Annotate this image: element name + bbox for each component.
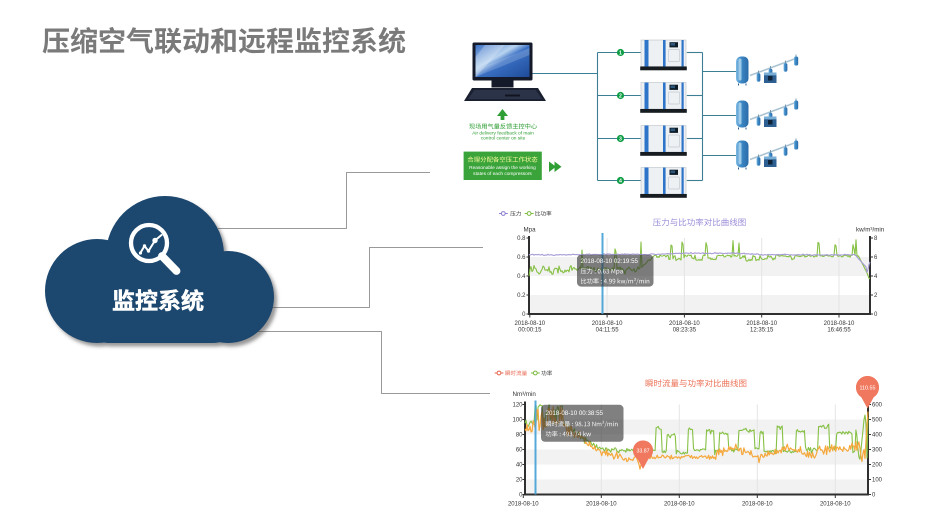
svg-text:6: 6 bbox=[874, 255, 878, 261]
svg-text:0.4: 0.4 bbox=[517, 274, 526, 280]
svg-text:00:00:15: 00:00:15 bbox=[518, 328, 542, 334]
svg-text:3: 3 bbox=[619, 136, 622, 142]
svg-text:40: 40 bbox=[516, 463, 523, 469]
svg-text:2: 2 bbox=[619, 93, 622, 99]
svg-text:4: 4 bbox=[619, 178, 622, 184]
svg-text:500: 500 bbox=[872, 418, 883, 424]
svg-text:20: 20 bbox=[516, 478, 523, 484]
svg-text:0.8: 0.8 bbox=[517, 236, 526, 242]
svg-text:1: 1 bbox=[619, 50, 622, 56]
svg-text:2018-08-10: 2018-08-10 bbox=[746, 321, 777, 327]
svg-text:300: 300 bbox=[872, 448, 883, 454]
svg-text:600: 600 bbox=[872, 403, 883, 409]
svg-text:8: 8 bbox=[874, 236, 878, 242]
svg-text:100: 100 bbox=[872, 478, 883, 484]
svg-text:100: 100 bbox=[512, 418, 523, 424]
svg-text:2018-08-10: 2018-08-10 bbox=[514, 321, 545, 327]
svg-text:0: 0 bbox=[874, 312, 878, 318]
svg-text:08:23:35: 08:23:35 bbox=[673, 328, 697, 334]
svg-text:Nm³/min: Nm³/min bbox=[513, 391, 537, 398]
svg-text:120: 120 bbox=[512, 403, 523, 409]
svg-text:80: 80 bbox=[516, 433, 523, 439]
svg-text:33.87: 33.87 bbox=[637, 448, 650, 454]
svg-text:2018-08-10 00:38:55: 2018-08-10 00:38:55 bbox=[546, 410, 604, 417]
svg-text:kw/m³/min: kw/m³/min bbox=[856, 226, 885, 233]
svg-text:0: 0 bbox=[522, 312, 526, 318]
svg-text:400: 400 bbox=[872, 433, 883, 439]
svg-text:2: 2 bbox=[874, 293, 878, 299]
svg-text:2018-08-10: 2018-08-10 bbox=[592, 321, 623, 327]
svg-text:2018-08-10: 2018-08-10 bbox=[586, 502, 617, 508]
svg-text:0.2: 0.2 bbox=[517, 293, 526, 299]
svg-text:2018-08-10: 2018-08-10 bbox=[820, 502, 851, 508]
svg-text:200: 200 bbox=[872, 463, 883, 469]
svg-text:0: 0 bbox=[519, 493, 523, 499]
svg-text:2018-08-10: 2018-08-10 bbox=[824, 321, 855, 327]
svg-text:04:11:55: 04:11:55 bbox=[596, 328, 620, 334]
svg-text:0.6: 0.6 bbox=[517, 255, 526, 261]
svg-text:4: 4 bbox=[874, 274, 878, 280]
svg-text:12:35:15: 12:35:15 bbox=[750, 328, 774, 334]
svg-text:Mpa: Mpa bbox=[524, 226, 537, 233]
svg-text:2018-08-10: 2018-08-10 bbox=[742, 502, 773, 508]
svg-text:0: 0 bbox=[872, 493, 876, 499]
svg-text:control center on site: control center on site bbox=[481, 136, 526, 142]
svg-text:Reasonable assign the working: Reasonable assign the working bbox=[469, 165, 536, 171]
svg-text:60: 60 bbox=[516, 448, 523, 454]
svg-text:states of each compressors: states of each compressors bbox=[473, 171, 532, 177]
svg-text:2018-08-10: 2018-08-10 bbox=[508, 502, 539, 508]
svg-text:2018-08-10: 2018-08-10 bbox=[669, 321, 700, 327]
svg-text:2018-08-10: 2018-08-10 bbox=[664, 502, 695, 508]
svg-text:Air delivery feedback of main: Air delivery feedback of main bbox=[472, 130, 534, 136]
svg-text:110.55: 110.55 bbox=[859, 385, 875, 391]
svg-text:2018-08-10 02:19:55: 2018-08-10 02:19:55 bbox=[581, 258, 639, 265]
svg-text:16:46:55: 16:46:55 bbox=[827, 328, 851, 334]
